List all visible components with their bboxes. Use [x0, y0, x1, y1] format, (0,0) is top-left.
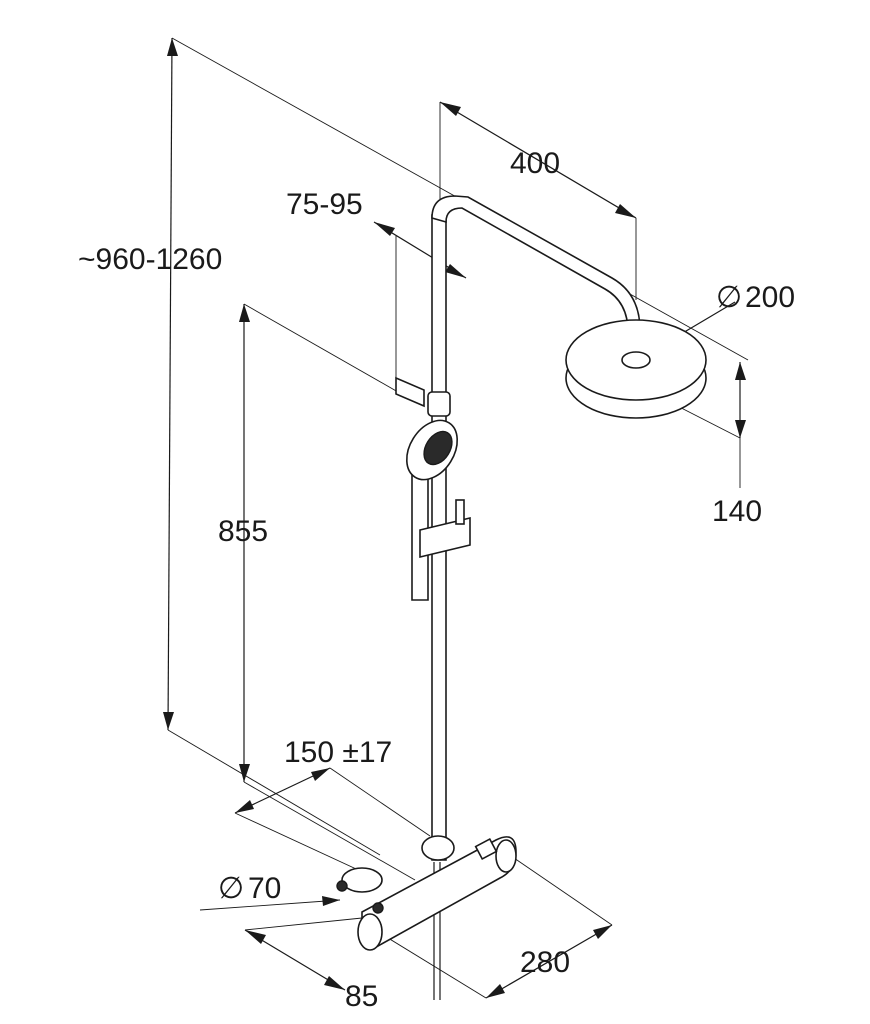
mixer-nut-2: [372, 902, 384, 914]
wall-connection-extension: [329, 767, 431, 837]
offset-arrow-left: [440, 102, 461, 116]
head-height-label: 140: [712, 495, 762, 528]
rail-offset-label: 75-95: [286, 188, 363, 221]
mixer-knob: [474, 837, 498, 861]
dimension-lines: [163, 37, 749, 999]
mixer-depth-arrow-left: [245, 930, 266, 944]
head-height-arrow-top: [735, 362, 746, 380]
mixer-diameter-label: 70: [248, 872, 281, 905]
head-offset-label: 400: [510, 147, 560, 180]
rail-offset-arrow-2: [445, 264, 466, 278]
mixer-length-arrow-right: [593, 925, 612, 939]
head-height-arrow-bottom: [735, 420, 746, 438]
handshower-arrow-bottom: [239, 764, 250, 782]
handshower-face: [423, 430, 453, 466]
head-diameter-label: 200: [745, 281, 795, 314]
upper-bracket: [395, 376, 425, 408]
handshower-extension-top: [243, 303, 399, 393]
height-arrow-top: [167, 38, 178, 56]
thermostatic-mixer: [336, 836, 517, 951]
shower-head-center: [621, 351, 651, 369]
wall-bracket: [421, 835, 455, 861]
handshower-height-label: 855: [218, 515, 268, 548]
head-diameter-symbol: ∅: [716, 281, 742, 314]
mixer-depth-label: 85: [345, 980, 378, 1013]
offset-arrow-right: [615, 204, 636, 218]
height-range-label: ~960-1260: [78, 243, 222, 276]
handshower-holder: [419, 516, 471, 559]
height-dimension-line: [167, 37, 173, 731]
handshower-extension-bottom: [243, 781, 416, 881]
wall-connection-arrow-left: [235, 800, 254, 813]
offset-dimension-line: [439, 101, 637, 219]
mixer-length-line: [485, 924, 613, 999]
handshower-arrow-top: [239, 304, 250, 322]
mixer-diameter-symbol: ∅: [218, 872, 244, 905]
mixer-wall-connector: [341, 867, 383, 893]
mixer-nut: [336, 880, 348, 892]
mixer-depth-extension: [244, 917, 363, 931]
mixer-depth-arrow-right: [324, 976, 345, 990]
wall-connection-label: 150 ±17: [284, 736, 392, 769]
mixer-length-extension-left: [374, 929, 487, 999]
rail-offset-arrow: [374, 222, 395, 236]
wall-connection-arrow-right: [311, 768, 330, 781]
upper-slider: [427, 391, 451, 417]
mixer-diameter-leader: [199, 899, 341, 911]
height-arrow-bottom: [163, 712, 174, 730]
mixer-length-extension-right: [513, 857, 613, 926]
mixer-diameter-arrow: [322, 896, 340, 906]
dimension-labels: ~960-1260 400 75-95 ∅ 200 140 855 150 ±1…: [78, 147, 795, 1013]
mixer-length-label: 280: [520, 946, 570, 979]
mixer-end-right: [495, 839, 517, 873]
holder-knob: [455, 499, 465, 525]
mixer-end-left: [357, 913, 383, 951]
mixer-length-arrow-left: [486, 984, 505, 998]
height-extension-bottom: [167, 729, 381, 856]
shower-rail-assembly: [395, 195, 707, 1000]
